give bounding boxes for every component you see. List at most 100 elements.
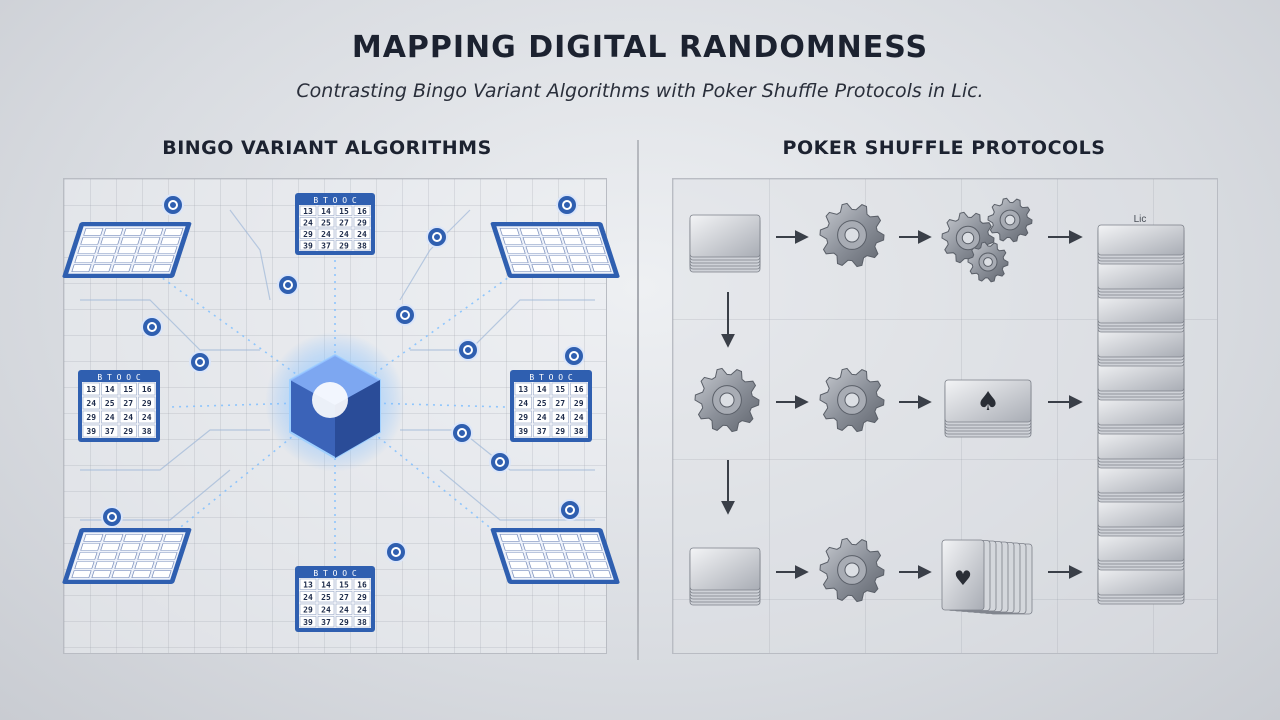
bingo-number: 13 [518, 385, 528, 394]
bingo-cell [353, 603, 371, 615]
bingo-cell [94, 561, 115, 569]
bingo-cell [565, 552, 586, 560]
bingo-cell [570, 424, 588, 438]
bingo-cell [77, 552, 98, 560]
bingo-number: 39 [303, 618, 313, 627]
gear-icon [694, 367, 760, 433]
bingo-cell [317, 616, 335, 628]
bingo-chip [451, 422, 473, 444]
bingo-cell [528, 561, 549, 569]
bingo-cell [353, 217, 371, 228]
bingo-number: 29 [574, 399, 584, 408]
bingo-number: 29 [142, 399, 152, 408]
bingo-number: 16 [142, 385, 152, 394]
output-deck [1097, 530, 1185, 571]
bingo-chip [162, 194, 184, 216]
bingo-cell [117, 552, 138, 560]
bingo-cell [103, 228, 124, 236]
bingo-number: 16 [357, 580, 367, 589]
bingo-cell [131, 264, 152, 272]
bingo-cell [551, 570, 572, 578]
bingo-cell [138, 424, 156, 438]
bingo-cell [539, 228, 560, 236]
bingo-cell [514, 396, 532, 410]
bingo-cell [519, 228, 540, 236]
bingo-cell [565, 246, 586, 254]
page-subtitle: Contrasting Bingo Variant Algorithms wit… [296, 80, 984, 102]
bingo-cell [522, 543, 543, 551]
output-deck [1097, 326, 1185, 367]
bingo-cell [111, 570, 132, 578]
output-deck [1097, 428, 1185, 469]
bingo-cell [582, 543, 603, 551]
bingo-number: 15 [123, 385, 133, 394]
bingo-number: 13 [303, 580, 313, 589]
gear-icon [819, 367, 885, 433]
bingo-number: 24 [537, 413, 547, 422]
bingo-cell [120, 543, 141, 551]
bingo-cell [74, 561, 95, 569]
bingo-cell [134, 561, 155, 569]
bingo-cell [82, 382, 100, 396]
section-divider [637, 140, 639, 660]
bingo-cell [548, 561, 569, 569]
bingo-cell [299, 205, 317, 216]
bingo-cell [123, 228, 144, 236]
output-deck [1097, 292, 1185, 333]
bingo-cell [299, 240, 317, 251]
bingo-cell [525, 246, 546, 254]
bingo-cell [317, 603, 335, 615]
bingo-number: 24 [321, 605, 331, 614]
bingo-cell [591, 570, 612, 578]
bingo-chip [141, 316, 163, 338]
bingo-cell [542, 237, 563, 245]
bingo-cell [114, 561, 135, 569]
bingo-cell [138, 410, 156, 424]
bingo-cell [140, 543, 161, 551]
output-deck [1097, 258, 1185, 299]
bingo-cell [353, 205, 371, 216]
bingo-cell [570, 410, 588, 424]
bingo-cell [533, 382, 551, 396]
bingo-cell [531, 570, 552, 578]
bingo-cell [137, 246, 158, 254]
bingo-number: 24 [105, 413, 115, 422]
bingo-cell [299, 603, 317, 615]
bingo-number: 39 [518, 427, 528, 436]
bingo-cell [140, 237, 161, 245]
bingo-cell [101, 424, 119, 438]
bingo-number: 24 [123, 413, 133, 422]
bingo-cell [91, 264, 112, 272]
bingo-cell [588, 561, 609, 569]
bingo-cell [151, 570, 172, 578]
bingo-chip [489, 451, 511, 473]
random-core-cube [265, 332, 405, 472]
bingo-cell [579, 228, 600, 236]
bingo-cell [154, 255, 175, 263]
bingo-cell [499, 228, 520, 236]
bingo-cell [82, 396, 100, 410]
bingo-cell [579, 534, 600, 542]
bingo-cell [585, 552, 606, 560]
bingo-cell [533, 410, 551, 424]
bingo-cell [117, 246, 138, 254]
gear-icon [967, 241, 1009, 283]
bingo-cell [119, 410, 137, 424]
bingo-number: 27 [339, 593, 349, 602]
bingo-card-header: B T O O C [97, 373, 141, 382]
output-deck [1097, 462, 1185, 503]
bingo-cell [299, 616, 317, 628]
output-deck [1097, 224, 1185, 265]
bingo-number: 38 [574, 427, 584, 436]
bingo-cell [545, 552, 566, 560]
bingo-number: 14 [537, 385, 547, 394]
heart-icon: ♥ [954, 566, 972, 590]
bingo-chip [563, 345, 585, 367]
bingo-cell [353, 578, 371, 590]
bingo-cell [571, 570, 592, 578]
bingo-number: 13 [303, 207, 313, 216]
bingo-number: 25 [321, 593, 331, 602]
